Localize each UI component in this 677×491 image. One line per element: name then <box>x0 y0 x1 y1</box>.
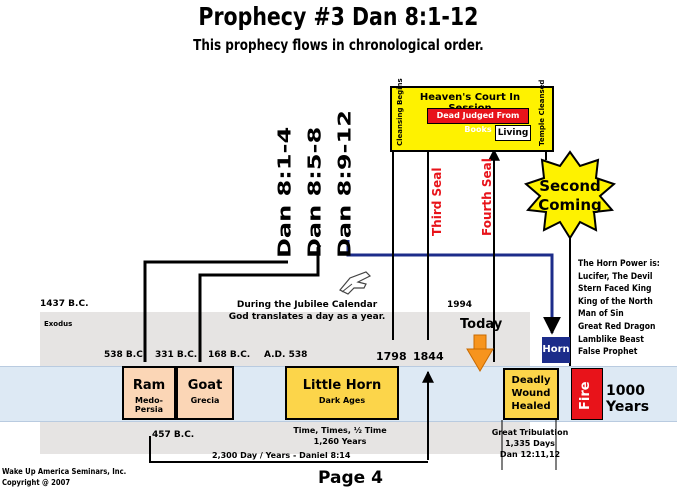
living-label: Living <box>495 125 531 141</box>
horn-power-list: The Horn Power is: Lucifer, The Devil St… <box>578 259 660 358</box>
page-number: Page 4 <box>318 468 383 488</box>
tribulation-note: Great Tribulation 1,335 Days Dan 12:11,1… <box>491 428 569 459</box>
today-label: Today <box>460 317 503 332</box>
connector-dan-8-1-4 <box>143 260 288 362</box>
fire-box <box>571 368 603 420</box>
exodus-label: Exodus <box>44 320 73 328</box>
span-2300-label: 2,300 Day / Years - Daniel 8:14 <box>212 451 351 460</box>
date-ad538: A.D. 538 <box>264 350 308 360</box>
jubilee-note: During the Jubilee Calendar God translat… <box>228 300 386 322</box>
date-1437bc: 1437 B.C. <box>40 299 89 309</box>
date-331bc: 331 B.C. <box>155 350 198 360</box>
page-title: Prophecy #3 Dan 8:1-12 <box>198 2 479 31</box>
fourth-seal-label: Fourth Seal <box>480 158 494 236</box>
span-2300 <box>149 436 428 463</box>
connector-dan-8-5-8 <box>198 244 322 362</box>
goat-box: Goat Grecia <box>176 366 234 420</box>
date-1844: 1844 <box>413 350 444 363</box>
footer-credit: Wake Up America Seminars, Inc. Copyright… <box>2 467 127 487</box>
fire-label: Fire <box>578 381 593 410</box>
little-horn-box: Little Horn Dark Ages <box>285 366 399 420</box>
second-coming-burst <box>524 150 616 240</box>
date-168bc: 168 B.C. <box>208 350 251 360</box>
second-coming-text: Second Coming <box>538 177 602 214</box>
temple-cleansed-label: Temple Cleansed <box>538 79 546 146</box>
pointing-hand-icon <box>339 271 372 295</box>
today-arrow-icon <box>466 334 494 372</box>
date-538bc: 538 B.C. <box>104 350 147 360</box>
passage-dan-8-9-12: Dan 8:9-12 <box>334 110 355 258</box>
thousand-years-label: 1000 Years <box>606 383 650 415</box>
cleansing-begins-label: Cleansing Begins <box>396 78 404 146</box>
date-1994: 1994 <box>447 300 473 310</box>
passage-dan-8-1-4: Dan 8:1-4 <box>274 126 295 258</box>
third-seal-label: Third Seal <box>430 167 444 236</box>
dead-judged-label: Dead Judged From Books <box>427 108 529 134</box>
passage-dan-8-5-8: Dan 8:5-8 <box>304 126 325 258</box>
ram-box: Ram Medo-Persia <box>122 366 176 420</box>
connector-dan-8-9-12 <box>346 240 561 335</box>
deadly-wound-box: Deadly Wound Healed <box>503 368 559 420</box>
date-1798: 1798 <box>376 350 407 363</box>
times-note: Time, Times, ½ Time 1,260 Years <box>293 426 387 446</box>
horn-box: Horn <box>542 337 570 363</box>
date-457bc: 457 B.C. <box>152 430 195 440</box>
page-subtitle: This prophecy flows in chronological ord… <box>193 36 484 54</box>
